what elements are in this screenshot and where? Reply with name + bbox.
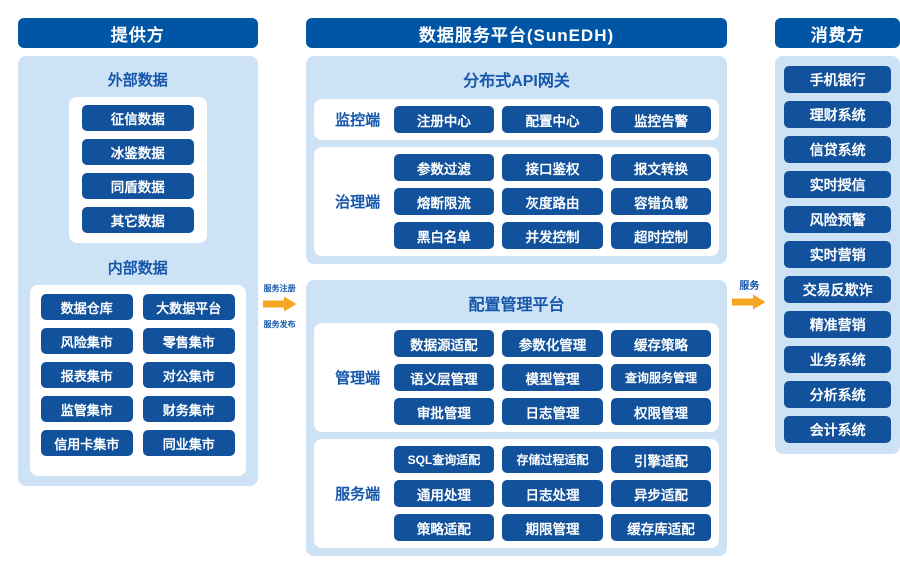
management-item[interactable]: 模型管理 xyxy=(502,364,603,391)
consumer-header: 消费方 xyxy=(775,18,900,48)
row-label-governance: 治理端 xyxy=(335,194,381,211)
external-data-card: 征信数据 冰鉴数据 同盾数据 其它数据 xyxy=(68,97,207,243)
governance-item[interactable]: 灰度路由 xyxy=(502,188,603,215)
internal-data-item[interactable]: 报表集市 xyxy=(40,362,133,388)
internal-data-item[interactable]: 信用卡集市 xyxy=(40,430,133,456)
consumer-item[interactable]: 分析系统 xyxy=(784,381,891,408)
service-row: 服务端 SQL查询适配 存储过程适配 引擎适配 通用处理 日志处理 异步适配 策… xyxy=(313,439,720,548)
consumer-panel: 手机银行 理财系统 信贷系统 实时授信 风险预警 实时营销 交易反欺诈 精准营销… xyxy=(775,56,900,454)
service-item[interactable]: 缓存库适配 xyxy=(610,514,712,541)
internal-data-item[interactable]: 大数据平台 xyxy=(142,294,235,320)
governance-item[interactable]: 并发控制 xyxy=(502,222,603,249)
consumer-item[interactable]: 实时营销 xyxy=(784,241,891,268)
gateway-title: 分布式API网关 xyxy=(463,73,570,90)
monitor-item[interactable]: 配置中心 xyxy=(502,106,603,133)
service-item[interactable]: 策略适配 xyxy=(393,514,495,541)
row-label-service: 服务端 xyxy=(335,486,381,503)
service-register-arrow-group: 服务注册 服务发布 xyxy=(258,283,302,330)
external-data-item[interactable]: 征信数据 xyxy=(81,105,194,131)
internal-data-item[interactable]: 监管集市 xyxy=(40,396,133,422)
internal-data-grid: 数据仓库 大数据平台 风险集市 零售集市 报表集市 对公集市 监管集市 财务集市… xyxy=(30,294,246,456)
external-data-title: 外部数据 xyxy=(107,72,168,89)
service-item[interactable]: 存储过程适配 xyxy=(502,446,603,473)
management-item[interactable]: 权限管理 xyxy=(610,398,712,425)
governance-item[interactable]: 接口鉴权 xyxy=(502,154,603,181)
consumer-item[interactable]: 信贷系统 xyxy=(784,136,891,163)
external-data-item[interactable]: 其它数据 xyxy=(81,207,194,233)
internal-data-card: 数据仓库 大数据平台 风险集市 零售集市 报表集市 对公集市 监管集市 财务集市… xyxy=(29,285,246,476)
row-label-management: 管理端 xyxy=(335,370,381,387)
row-label-monitor: 监控端 xyxy=(335,112,381,129)
service-item[interactable]: 异步适配 xyxy=(610,480,712,507)
management-item[interactable]: 语义层管理 xyxy=(393,364,495,391)
service-item[interactable]: SQL查询适配 xyxy=(393,446,495,473)
consumer-item[interactable]: 实时授信 xyxy=(784,171,891,198)
governance-item[interactable]: 黑白名单 xyxy=(393,222,495,249)
internal-data-title: 内部数据 xyxy=(107,260,168,277)
internal-data-item[interactable]: 数据仓库 xyxy=(40,294,133,320)
arrow-label-top: 服务注册 xyxy=(263,284,296,293)
governance-item[interactable]: 报文转换 xyxy=(610,154,712,181)
service-output-arrow-group: 服务 xyxy=(727,281,771,317)
internal-data-item[interactable]: 零售集市 xyxy=(142,328,235,354)
arrow-right-icon xyxy=(732,294,766,315)
provider-column: 提供方 外部数据 征信数据 冰鉴数据 同盾数据 其它数据 内部数据 数据仓库 大… xyxy=(18,18,258,486)
platform-header: 数据服务平台(SunEDH) xyxy=(305,18,728,48)
management-item[interactable]: 参数化管理 xyxy=(502,330,603,357)
external-data-item[interactable]: 同盾数据 xyxy=(81,173,194,199)
governance-item[interactable]: 熔断限流 xyxy=(393,188,495,215)
consumer-item[interactable]: 手机银行 xyxy=(784,66,891,93)
service-item[interactable]: 期限管理 xyxy=(502,514,603,541)
monitor-items: 注册中心 配置中心 监控告警 xyxy=(393,106,712,133)
internal-data-item[interactable]: 同业集市 xyxy=(142,430,235,456)
internal-data-item[interactable]: 对公集市 xyxy=(142,362,235,388)
config-panel: 配置管理平台 管理端 数据源适配 参数化管理 缓存策略 语义层管理 模型管理 查… xyxy=(305,280,728,556)
consumer-column: 消费方 手机银行 理财系统 信贷系统 实时授信 风险预警 实时营销 交易反欺诈 … xyxy=(775,18,900,454)
governance-items: 参数过滤 接口鉴权 报文转换 熔断限流 灰度路由 容错负载 黑白名单 并发控制 … xyxy=(393,154,712,249)
consumer-item[interactable]: 业务系统 xyxy=(784,346,891,373)
service-item[interactable]: 引擎适配 xyxy=(610,446,712,473)
arrow-label-top: 服务 xyxy=(739,280,760,292)
monitor-item[interactable]: 监控告警 xyxy=(610,106,712,133)
governance-row: 治理端 参数过滤 接口鉴权 报文转换 熔断限流 灰度路由 容错负载 黑白名单 并… xyxy=(313,147,720,256)
arrow-right-icon xyxy=(262,296,297,317)
service-items: SQL查询适配 存储过程适配 引擎适配 通用处理 日志处理 异步适配 策略适配 … xyxy=(393,446,712,541)
consumer-item[interactable]: 理财系统 xyxy=(784,101,891,128)
internal-data-item[interactable]: 财务集市 xyxy=(142,396,235,422)
management-item[interactable]: 缓存策略 xyxy=(610,330,712,357)
management-items: 数据源适配 参数化管理 缓存策略 语义层管理 模型管理 查询服务管理 审批管理 … xyxy=(393,330,712,425)
platform-column: 数据服务平台(SunEDH) 分布式API网关 监控端 注册中心 配置中心 监控… xyxy=(305,18,728,556)
management-item[interactable]: 日志管理 xyxy=(502,398,603,425)
governance-item[interactable]: 参数过滤 xyxy=(393,154,495,181)
management-item[interactable]: 审批管理 xyxy=(393,398,495,425)
arrow-label-bottom: 服务发布 xyxy=(263,320,296,329)
management-row: 管理端 数据源适配 参数化管理 缓存策略 语义层管理 模型管理 查询服务管理 审… xyxy=(313,323,720,432)
consumer-item[interactable]: 会计系统 xyxy=(784,416,891,443)
consumer-item[interactable]: 精准营销 xyxy=(784,311,891,338)
monitor-item[interactable]: 注册中心 xyxy=(393,106,495,133)
consumer-item[interactable]: 交易反欺诈 xyxy=(784,276,891,303)
provider-panel: 外部数据 征信数据 冰鉴数据 同盾数据 其它数据 内部数据 数据仓库 大数据平台… xyxy=(18,56,258,486)
external-data-item[interactable]: 冰鉴数据 xyxy=(81,139,194,165)
consumer-item[interactable]: 风险预警 xyxy=(784,206,891,233)
governance-item[interactable]: 容错负载 xyxy=(610,188,712,215)
service-item[interactable]: 日志处理 xyxy=(502,480,603,507)
gateway-panel: 分布式API网关 监控端 注册中心 配置中心 监控告警 治理端 参数过滤 接口鉴… xyxy=(305,56,728,264)
internal-data-item[interactable]: 风险集市 xyxy=(40,328,133,354)
provider-header: 提供方 xyxy=(18,18,258,48)
config-title: 配置管理平台 xyxy=(468,297,565,314)
management-item[interactable]: 数据源适配 xyxy=(393,330,495,357)
governance-item[interactable]: 超时控制 xyxy=(610,222,712,249)
management-item[interactable]: 查询服务管理 xyxy=(610,364,712,391)
monitor-row: 监控端 注册中心 配置中心 监控告警 xyxy=(313,99,720,140)
service-item[interactable]: 通用处理 xyxy=(393,480,495,507)
